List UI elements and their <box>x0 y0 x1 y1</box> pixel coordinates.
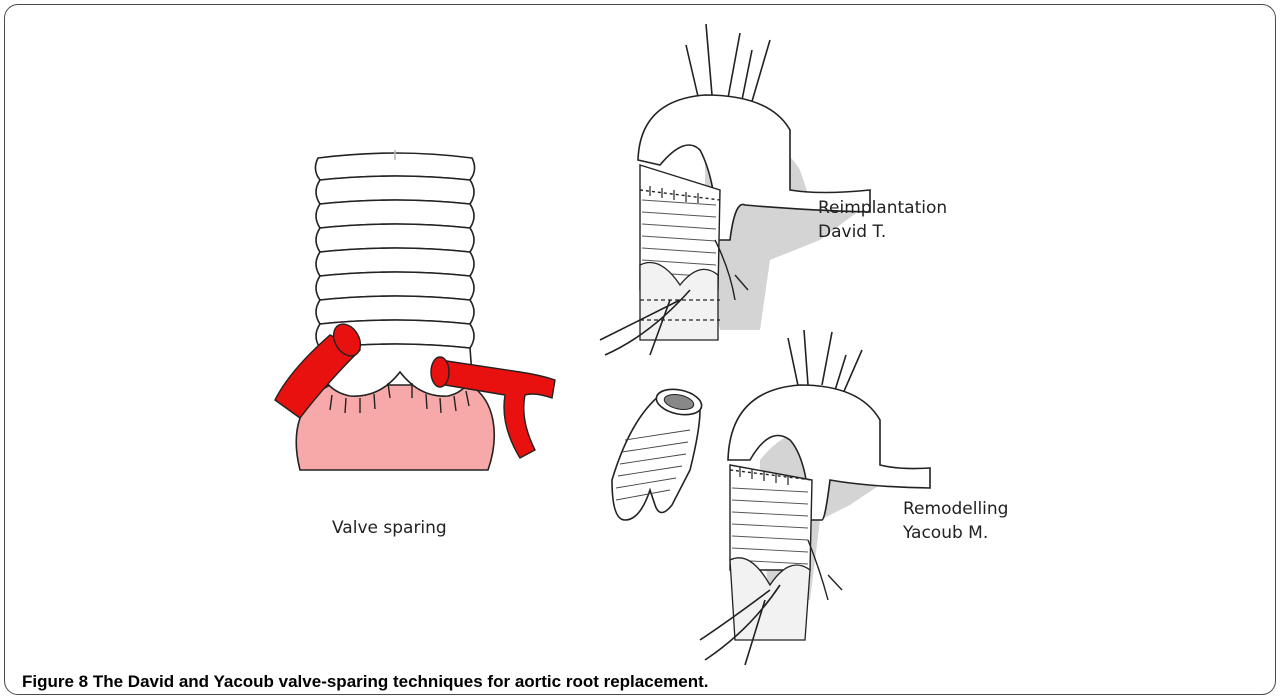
label-valve-sparing: Valve sparing <box>332 516 447 540</box>
label-reimplantation: Reimplantation David T. <box>818 196 947 244</box>
label-remodelling-line1: Remodelling <box>903 497 1008 521</box>
reimplantation-aorta-drawing <box>600 24 870 355</box>
remodelling-aorta-drawing <box>700 330 930 665</box>
aortic-root <box>296 385 494 470</box>
label-remodelling: Remodelling Yacoub M. <box>903 497 1008 545</box>
label-remodelling-line2: Yacoub M. <box>903 521 1008 545</box>
valve-sparing-graft-drawing <box>275 150 555 470</box>
figure-caption: Figure 8 The David and Yacoub valve-spar… <box>22 672 709 692</box>
label-reimplantation-line2: David T. <box>818 220 947 244</box>
scalloped-graft-drawing <box>612 385 704 520</box>
label-reimplantation-line1: Reimplantation <box>818 196 947 220</box>
figure-caption-text: The David and Yacoub valve-sparing techn… <box>93 672 709 691</box>
figure-caption-label: Figure 8 <box>22 672 88 691</box>
